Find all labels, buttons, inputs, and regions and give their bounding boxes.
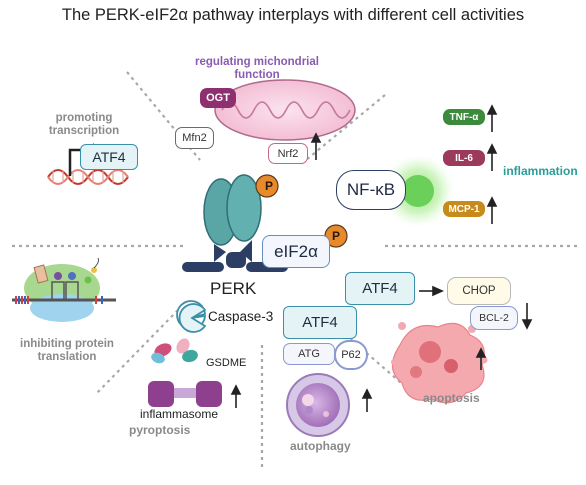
transcription-label-line2: transcription <box>48 125 120 137</box>
inflammasome-label: inflammasome <box>140 407 219 421</box>
atf4-to-chop-arrow <box>432 285 444 297</box>
transcription-atf4-box: ATF4 <box>80 144 138 170</box>
mito-label: regulating michondrial function <box>172 56 342 82</box>
divider-top-right <box>299 94 386 166</box>
perk-label: PERK <box>210 279 257 298</box>
divider-top-left <box>126 71 201 161</box>
apoptosis-label: apoptosis <box>423 391 480 405</box>
eif2a-box: eIF2α <box>262 235 330 268</box>
tnfa-pill: TNF-α <box>443 109 485 125</box>
p62-box: P62 <box>334 340 368 370</box>
nfkb-core <box>402 175 434 207</box>
nrf2-up-arrow <box>310 132 322 143</box>
mfn2-box: Mfn2 <box>175 127 214 149</box>
gsdme-label: GSDME <box>206 357 247 369</box>
perk-phospho-label: P <box>264 179 273 193</box>
ribosome-illustration <box>12 257 116 322</box>
figure-title: The PERK-eIF2α pathway interplays with d… <box>61 6 525 24</box>
translation-label: inhibiting protein translation <box>6 338 128 364</box>
mcp1-pill: MCP-1 <box>443 201 485 217</box>
il6-up-arrow <box>486 143 498 154</box>
apoptotic-cell-illustration <box>391 322 488 404</box>
gsdme-fragments-icon <box>151 338 198 364</box>
mito-label-line2: function <box>234 69 280 81</box>
pyroptosis-up-arrow <box>230 384 242 395</box>
bcl2-box: BCL-2 <box>470 306 518 330</box>
eif2a-phospho-label: P <box>331 229 340 243</box>
bcl2-down-arrow <box>521 319 533 330</box>
transcription-label-line1: promoting <box>55 112 113 124</box>
mcp1-up-arrow <box>486 196 498 207</box>
atg-box: ATG <box>283 343 335 365</box>
autophagy-label: autophagy <box>290 439 351 453</box>
transcription-label: promoting transcription <box>36 112 132 138</box>
autophagy-atf4-box: ATF4 <box>283 306 357 339</box>
autophagy-up-arrow <box>361 388 373 399</box>
translation-label-line2: translation <box>37 351 97 363</box>
apoptosis-atf4-box: ATF4 <box>345 272 415 305</box>
inflammasome-icon <box>148 381 222 407</box>
perk-phospho-icon <box>255 174 279 198</box>
nrf2-box: Nrf2 <box>268 143 308 164</box>
caspase3-label: Caspase-3 <box>208 309 274 324</box>
pyroptosis-label: pyroptosis <box>129 423 191 437</box>
tnfa-up-arrow <box>486 104 498 115</box>
apoptosis-up-arrow <box>475 347 487 358</box>
inflammation-label: inflammation <box>503 164 578 178</box>
regulation-arrows <box>230 104 533 412</box>
nfkb-box: NF-κB <box>336 170 406 210</box>
divider-bottom-left <box>94 309 179 396</box>
mitochondrion-illustration <box>214 79 356 141</box>
translation-label-line1: inhibiting protein <box>20 338 114 350</box>
mito-label-line1: regulating michondrial <box>195 56 319 68</box>
chop-box: CHOP <box>447 277 511 305</box>
autophagosome-illustration <box>286 373 350 437</box>
il6-pill: IL-6 <box>443 150 485 166</box>
perk-receptor-illustration <box>182 174 288 272</box>
ogt-pill: OGT <box>200 88 236 108</box>
